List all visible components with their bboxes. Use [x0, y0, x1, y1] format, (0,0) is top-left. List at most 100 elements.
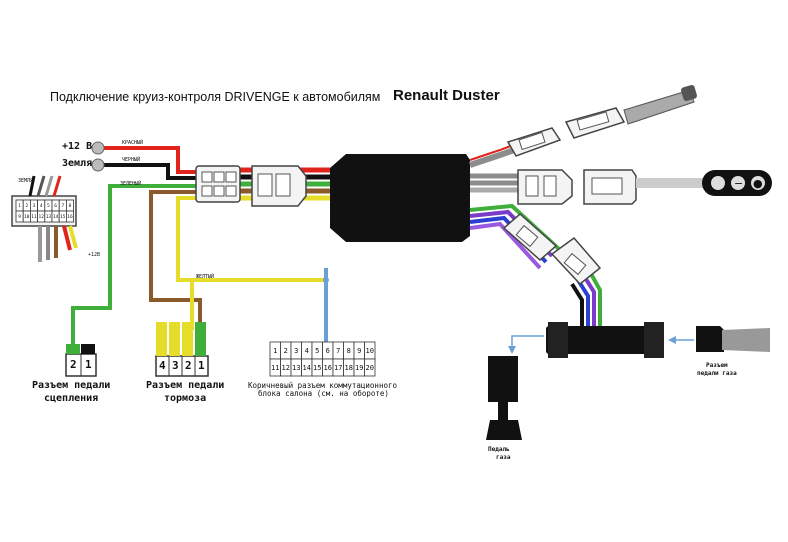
cabin-pin-label: 16 — [324, 364, 332, 372]
cabin-pin-label: 11 — [271, 364, 279, 372]
module-connector-left — [195, 165, 241, 203]
gas-plug-left — [548, 322, 568, 358]
wire-green-clutch — [71, 184, 200, 354]
black-wire-label: ЧЕРНЫЙ — [122, 157, 141, 163]
diag-pin-label: 7 — [61, 203, 64, 209]
clutch-connector — [65, 344, 97, 377]
plus12-terminal — [91, 141, 105, 155]
cabin-pin-label: 15 — [313, 364, 321, 372]
connector-gas-2 — [550, 236, 602, 286]
cabin-pin-label: 19 — [355, 364, 363, 372]
diag-top-wire-2 — [36, 175, 46, 197]
cabin-pin-label: 6 — [326, 347, 330, 355]
yellow-wire-label: ЖЕЛТЫЙ — [196, 274, 215, 280]
harness-right-middle — [470, 173, 520, 193]
brand-title: Renault Duster — [393, 87, 500, 104]
diag-pin-label: 3 — [33, 203, 36, 209]
gas-cable-right — [722, 328, 770, 352]
diag-pin-label: 13 — [46, 214, 52, 220]
cabin-pin-label: 20 — [366, 364, 374, 372]
switch-button-3 — [751, 176, 765, 190]
gas-connector-label-2: педали газа — [697, 370, 737, 377]
clutch-label-1: Разъем педали — [32, 380, 111, 391]
wire-black-ground — [96, 163, 200, 180]
ground-terminal — [91, 158, 105, 172]
cabin-label-1: Коричневый разъем коммутационного — [248, 381, 398, 390]
cabin-pin-label: 2 — [284, 347, 288, 355]
diag-pin-label: 14 — [53, 214, 59, 220]
sensor-tip — [681, 85, 697, 101]
wire-brown-brake — [149, 190, 202, 330]
brake-connector — [155, 322, 209, 377]
switch-button-2 — [731, 176, 745, 190]
cabin-pin-label: 7 — [336, 347, 340, 355]
minus-glyph: − — [734, 177, 743, 190]
diag-pin-label: 8 — [69, 203, 72, 209]
gas-plug-right — [644, 322, 664, 358]
cabin-pin-label: 1 — [273, 347, 277, 355]
gas-pedal-pad — [486, 420, 522, 440]
brake-pin-1: 1 — [198, 359, 205, 372]
diag-pin-label: 10 — [24, 214, 30, 220]
gas-pedal-label-1: Педаль — [488, 446, 510, 453]
blue-arrow-down-line — [511, 335, 544, 350]
cruise-module — [330, 154, 470, 242]
connector-top-1 — [506, 127, 562, 157]
diag-plus12-label: +12В — [88, 252, 101, 258]
brake-pin-2: 2 — [185, 359, 192, 372]
diag-pin-label: 1 — [18, 203, 21, 209]
wire-red-plus12 — [96, 146, 200, 174]
gas-connector-right — [696, 326, 724, 352]
red-wire-label: КРАСНЫЙ — [122, 140, 144, 146]
diag-pin-label: 9 — [18, 214, 21, 220]
cabin-pin-label: 8 — [347, 347, 351, 355]
diag-top-wire-1 — [28, 175, 36, 197]
gas-pedal-label-2: газа — [496, 454, 511, 461]
cabin-pin-label: 9 — [357, 347, 361, 355]
sensor-rod — [623, 89, 695, 125]
diag-top-wire-3 — [44, 175, 54, 197]
cabin-pin-label: 4 — [305, 347, 309, 355]
brake-label-2: тормоза — [164, 393, 207, 404]
cabin-pin-label: 18 — [345, 364, 353, 372]
cabin-pin-label: 13 — [292, 364, 300, 372]
cabin-cell — [364, 358, 376, 377]
diag-pin-label: 16 — [67, 214, 73, 220]
splice-dot — [323, 277, 329, 283]
connector-mid-1 — [517, 169, 573, 205]
module-connector-right — [251, 165, 307, 207]
gas-interceptor — [546, 326, 664, 354]
green-wire-label: ЗЕЛЕНЫЙ — [120, 181, 142, 187]
plus12-label: +12 В — [62, 141, 93, 152]
clutch-label-2: сцепления — [44, 393, 99, 404]
connector-gas-1 — [502, 213, 558, 261]
gas-pedal-connector — [488, 356, 518, 402]
diag-pin-label: 5 — [47, 203, 50, 209]
diag-pin-label: 6 — [54, 203, 57, 209]
connector-top-2 — [564, 107, 626, 139]
brake-pin-4: 4 — [159, 359, 166, 372]
diag-pin-label: 15 — [60, 214, 66, 220]
cabin-pin-label: 10 — [366, 347, 374, 355]
diag-pin-label: 12 — [38, 214, 44, 220]
clutch-pin-1: 1 — [85, 358, 92, 371]
cabin-label-2: блока салона (см. на обороте) — [258, 389, 389, 398]
cabin-pin-label: 12 — [282, 364, 290, 372]
diag-cell — [66, 210, 75, 223]
connector-mid-2 — [583, 169, 637, 205]
diag-pin-label: 4 — [40, 203, 43, 209]
diag-pin-label: 11 — [31, 214, 37, 220]
brake-pin-3: 3 — [172, 359, 179, 372]
gas-connector-label-1: Разъем — [706, 362, 728, 369]
cabin-pin-label: 14 — [303, 364, 311, 372]
brake-label-1: Разъем педали — [146, 380, 225, 391]
diag-pin-label: 2 — [25, 203, 28, 209]
cabin-pin-label: 17 — [334, 364, 342, 372]
blue-arrow-down-head — [508, 346, 516, 354]
switch-button-1 — [711, 176, 725, 190]
diag-ground-label: ЗЕМЛЯ — [18, 178, 34, 184]
blue-arrow-right-head — [668, 336, 676, 344]
gear-glyph: ● — [753, 177, 763, 190]
